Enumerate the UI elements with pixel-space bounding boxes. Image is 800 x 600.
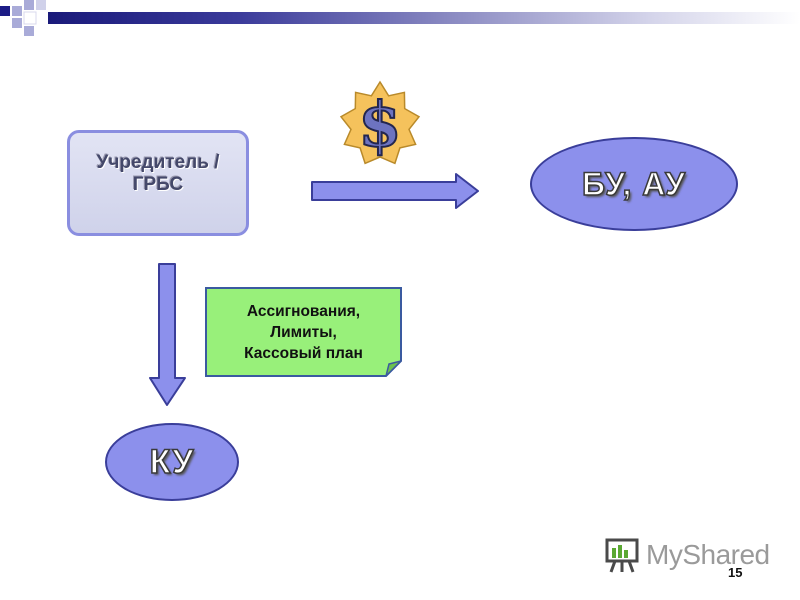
allocations-note: Ассигнования, Лимиты, Кассовый план [205, 287, 402, 377]
logo-text: MyShared [646, 539, 770, 570]
ku-ellipse: КУ [105, 423, 239, 501]
ku-label: КУ [149, 442, 195, 482]
corner-decoration [0, 0, 70, 48]
arrow-right [311, 173, 479, 209]
note-line-1: Ассигнования, [246, 302, 361, 320]
dollar-seal-icon: $ [339, 80, 421, 165]
note-line-3: Кассовый план [244, 344, 363, 362]
note-shape [205, 287, 402, 377]
page-number: 15 [728, 565, 743, 580]
note-line-2: Лимиты, [270, 323, 337, 341]
founder-line-1: Учредитель / [96, 152, 220, 173]
founder-line-2: ГРБС [132, 174, 184, 195]
top-gradient-bar [48, 12, 800, 24]
bu-au-ellipse: БУ, АУ [530, 137, 738, 231]
presentation-board-icon [605, 538, 639, 573]
arrow-down [149, 263, 186, 406]
myshared-logo: MyShared [604, 536, 770, 574]
founder-grbs-box: Учредитель / ГРБС [67, 130, 249, 236]
dollar-symbol: $ [358, 88, 401, 161]
founder-label: Учредитель / ГРБС [97, 152, 220, 196]
bu-au-label: БУ, АУ [581, 165, 687, 203]
